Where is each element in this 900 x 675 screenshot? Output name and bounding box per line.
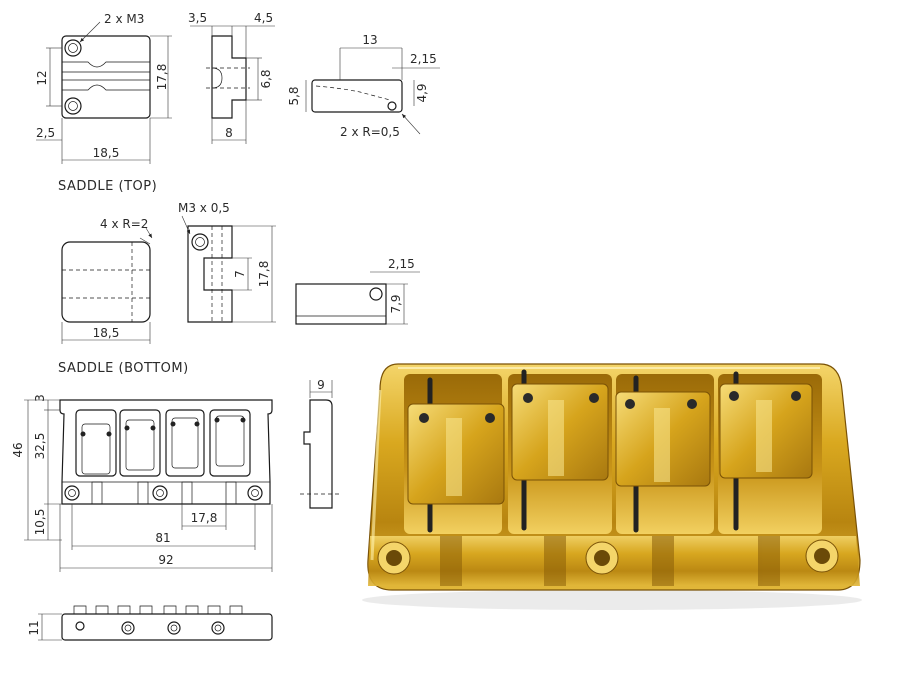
bridge-rear-view: 11 [27,605,273,641]
bridge-photo [362,363,862,610]
saddle-bottom-front-view: 4 x R=2 18,5 SADDLE (BOTTOM) [58,217,189,376]
dim-holes: 81 [155,531,170,545]
mount-hole-icon [152,485,168,501]
caption-saddle-bottom: SADDLE (BOTTOM) [58,361,189,376]
caption-saddle-top: SADDLE (TOP) [58,179,157,194]
label-radius: 4 x R=2 [100,217,148,231]
dim-height: 17,8 [257,261,271,288]
photo-saddle-3 [615,391,711,487]
saddle-top-side-view: 3,5 4,5 6,8 8 [188,11,275,144]
side-dim-a: 3,5 [188,11,207,25]
label-holes: 2 x M3 [104,12,144,26]
mount-hole-icon [64,39,82,57]
end-dim-h: 5,8 [287,86,301,105]
photo-mount-holes [377,539,839,575]
dim-spacing: 17,8 [191,511,218,525]
end-dim-hole: 4,9 [415,83,429,102]
mount-hole-icon [64,97,82,115]
dim-top: 3 [33,394,47,402]
side-dim-w: 9 [317,378,325,392]
dim-width: 18,5 [93,146,120,160]
end-dim-len: 13 [362,33,377,47]
saddle-top-end-view: 13 2,15 5,8 4,9 2 x R=0,5 [287,33,440,139]
bridge-front-view: 46 3 32,5 10,5 17,8 81 92 [11,394,273,572]
saddle-bottom-end-view: 2,15 7,9 [295,257,420,325]
bridge-side-view: 9 [300,378,340,509]
dim-body-h: 32,5 [33,433,47,460]
dim-height: 17,8 [155,64,169,91]
side-dim-h: 6,8 [259,69,273,88]
end-dim-h: 7,9 [389,294,403,313]
rear-dim-h: 11 [27,620,41,635]
bridge-saddles [75,409,251,477]
mount-hole-icon [64,485,80,501]
side-dim-w: 8 [225,126,233,140]
saddle-top-front-view: 2 x M3 12 17,8 2,5 18,5 SADDLE (TOP) [35,12,172,194]
saddle-bottom-side-view: M3 x 0,5 7 17,8 [178,201,276,323]
thread-hole-icon [191,233,209,251]
dim-bottom: 10,5 [33,509,47,536]
photo-saddle-1 [407,403,505,505]
end-dim-off: 2,15 [410,52,437,66]
mount-hole-icon [247,485,263,501]
end-dim-off: 2,15 [388,257,415,271]
side-dim-b: 4,5 [254,11,273,25]
photo-saddle-2 [511,383,609,481]
dim-total-w: 92 [158,553,173,567]
dim-height-inner: 12 [35,70,49,85]
label-thread: M3 x 0,5 [178,201,230,215]
dim-inner: 7 [233,270,247,278]
dim-total-h: 46 [11,442,25,457]
photo-saddle-4 [719,383,813,479]
dim-left: 2,5 [36,126,55,140]
end-label-radius: 2 x R=0,5 [340,125,400,139]
dim-width: 18,5 [93,326,120,340]
